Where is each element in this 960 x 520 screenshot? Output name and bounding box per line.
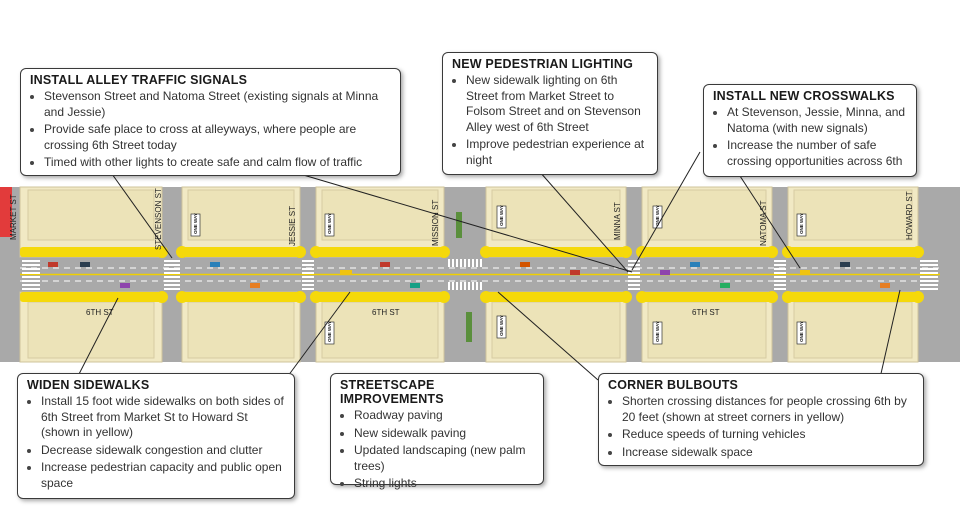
street-label-minna: MINNA ST [613, 202, 622, 240]
one-way-label: ONE WAY [655, 321, 660, 342]
callout-title: INSTALL NEW CROSSWALKS [713, 89, 895, 103]
callout-title: WIDEN SIDEWALKS [27, 378, 150, 392]
callout-item: Reduce speeds of turning vehicles [622, 427, 915, 443]
callout-item: Increase sidewalk space [622, 445, 915, 461]
one-way-label: ONE WAY [799, 213, 804, 234]
callout-item: Roadway paving [354, 408, 535, 424]
crosswalks [22, 259, 938, 290]
market-st-red-lane [0, 187, 12, 237]
callout-new-crosswalks: INSTALL NEW CROSSWALKS At Stevenson, Jes… [703, 84, 917, 177]
one-way-label: ONE WAY [327, 321, 332, 342]
callout-item: Timed with other lights to create safe a… [44, 155, 392, 171]
callout-title: INSTALL ALLEY TRAFFIC SIGNALS [30, 73, 248, 87]
corner-bulbouts [156, 246, 924, 303]
callout-item: Install 15 foot wide sidewalks on both s… [41, 394, 286, 441]
one-way-label: ONE WAY [327, 213, 332, 234]
callout-list: Install 15 foot wide sidewalks on both s… [27, 394, 286, 491]
callout-item: Decrease sidewalk congestion and clutter [41, 443, 286, 459]
callout-list: Roadway paving New sidewalk paving Updat… [340, 408, 535, 492]
building-footprints [27, 189, 913, 359]
one-way-label: ONE WAY [655, 205, 660, 226]
callout-streetscape-improvements: STREETSCAPE IMPROVEMENTS Roadway paving … [330, 373, 544, 490]
street-label-6th-3: 6TH ST [692, 308, 720, 317]
callout-item: Shorten crossing distances for people cr… [622, 394, 915, 425]
one-way-label: ONE WAY [499, 315, 504, 336]
one-way-label: ONE WAY [499, 205, 504, 226]
street-label-jessie: JESSIE ST [288, 206, 297, 246]
callout-list: At Stevenson, Jessie, Minna, and Natoma … [713, 105, 908, 169]
callout-list: Stevenson Street and Natoma Street (exis… [30, 89, 392, 171]
callout-item: Increase the number of safe crossing opp… [727, 138, 908, 169]
callout-item: Provide safe place to cross at alleyways… [44, 122, 392, 153]
callout-item: At Stevenson, Jessie, Minna, and Natoma … [727, 105, 908, 136]
street-label-stevenson: STEVENSON ST [154, 188, 163, 250]
callout-list: New sidewalk lighting on 6th Street from… [452, 73, 649, 168]
street-label-mission: MISSION ST [431, 200, 440, 246]
street-label-6th-1: 6TH ST [86, 308, 114, 317]
callout-pedestrian-lighting: NEW PEDESTRIAN LIGHTING New sidewalk lig… [442, 52, 658, 175]
callout-list: Shorten crossing distances for people cr… [608, 394, 915, 460]
callout-item: Updated landscaping (new palm trees) [354, 443, 535, 474]
callout-title: CORNER BULBOUTS [608, 378, 739, 392]
one-way-label: ONE WAY [193, 213, 198, 234]
callout-item: New sidewalk lighting on 6th Street from… [466, 73, 649, 135]
callout-item: New sidewalk paving [354, 426, 535, 442]
street-label-howard: HOWARD ST [905, 191, 914, 240]
callout-title: STREETSCAPE IMPROVEMENTS [340, 378, 444, 406]
street-label-6th-2: 6TH ST [372, 308, 400, 317]
callout-item: Increase pedestrian capacity and public … [41, 460, 286, 491]
callout-item: Stevenson Street and Natoma Street (exis… [44, 89, 392, 120]
callout-title: NEW PEDESTRIAN LIGHTING [452, 57, 633, 71]
vehicles [48, 212, 890, 342]
one-way-signs [190, 205, 807, 345]
callout-item: String lights [354, 476, 535, 492]
callout-item: Improve pedestrian experience at night [466, 137, 649, 168]
callout-alley-traffic-signals: INSTALL ALLEY TRAFFIC SIGNALS Stevenson … [20, 68, 401, 176]
one-way-label: ONE WAY [799, 321, 804, 342]
street-label-natoma: NATOMA ST [759, 200, 768, 246]
callout-corner-bulbouts: CORNER BULBOUTS Shorten crossing distanc… [598, 373, 924, 466]
street-label-market: MARKET ST [9, 194, 18, 240]
callout-widen-sidewalks: WIDEN SIDEWALKS Install 15 foot wide sid… [17, 373, 295, 499]
